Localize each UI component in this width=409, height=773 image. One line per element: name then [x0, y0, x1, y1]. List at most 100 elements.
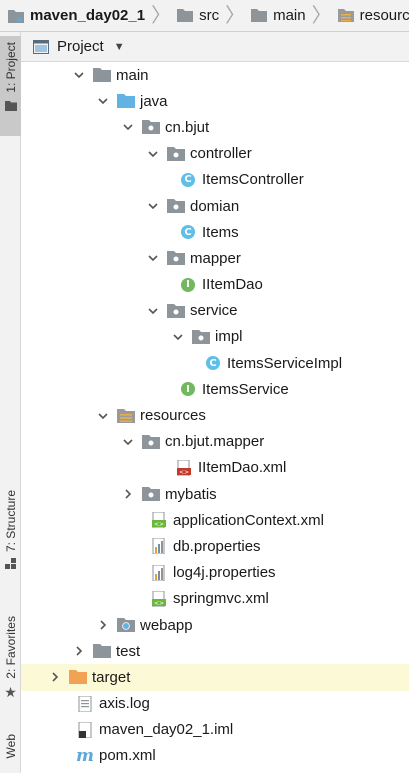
- breadcrumb-project[interactable]: maven_day02_1 〉: [0, 0, 171, 31]
- breadcrumb-main[interactable]: main 〉: [245, 0, 332, 31]
- breadcrumb-src[interactable]: src 〉: [171, 0, 245, 31]
- tree-label: IItemDao: [202, 276, 263, 294]
- tree-label: controller: [190, 145, 252, 163]
- tree-node-iitemdao[interactable]: I IItemDao: [21, 272, 409, 298]
- tree-node-java[interactable]: java: [21, 88, 409, 114]
- properties-file-icon: [150, 537, 168, 555]
- chevron-down-icon[interactable]: [122, 436, 134, 448]
- navigation-bar: maven_day02_1 〉 src 〉 main 〉 resources: [0, 0, 409, 32]
- tree-node-resources[interactable]: resources: [21, 402, 409, 428]
- chevron-down-icon[interactable]: [147, 148, 159, 160]
- resources-folder-icon: [117, 407, 135, 425]
- web-folder-icon: [117, 616, 135, 634]
- chevron-down-icon[interactable]: [147, 305, 159, 317]
- package-icon: [142, 118, 160, 136]
- tree-label: db.properties: [173, 537, 261, 555]
- chevron-down-icon[interactable]: [147, 200, 159, 212]
- tree-label: ItemsService: [202, 380, 289, 398]
- tree-node-test[interactable]: test: [21, 638, 409, 664]
- tree-node-iml[interactable]: maven_day02_1.iml: [21, 717, 409, 743]
- tree-node-controller[interactable]: controller: [21, 141, 409, 167]
- chevron-right-icon[interactable]: [97, 619, 109, 631]
- package-icon: [167, 145, 185, 163]
- breadcrumb-main-label: main: [273, 7, 306, 24]
- chevron-right-icon: 〉: [151, 4, 172, 27]
- tree-node-axis-log[interactable]: axis.log: [21, 691, 409, 717]
- chevron-down-icon[interactable]: [122, 121, 134, 133]
- chevron-down-icon[interactable]: [172, 331, 184, 343]
- favorites-tool-button[interactable]: 2: Favorites ★: [0, 610, 21, 710]
- tree-node-impl[interactable]: impl: [21, 324, 409, 350]
- chevron-right-icon[interactable]: [49, 671, 61, 683]
- tree-node-log4j-properties[interactable]: log4j.properties: [21, 560, 409, 586]
- project-tree: main java cn.bjut controller C ItemsCont…: [21, 62, 409, 769]
- chevron-down-icon[interactable]: [73, 69, 85, 81]
- tree-node-itemscontroller[interactable]: C ItemsController: [21, 167, 409, 193]
- mybatis-xml-icon: <>: [175, 459, 193, 477]
- chevron-down-icon[interactable]: [97, 95, 109, 107]
- web-tool-button[interactable]: Web: [0, 730, 21, 770]
- tree-label: maven_day02_1.iml: [99, 721, 234, 739]
- tree-node-itemsserviceimpl[interactable]: C ItemsServiceImpl: [21, 350, 409, 376]
- tree-label: ItemsController: [202, 171, 304, 189]
- tree-label: mybatis: [165, 485, 217, 503]
- class-icon: C: [179, 223, 197, 241]
- tree-label: java: [140, 92, 168, 110]
- tree-label: Items: [202, 223, 239, 241]
- tree-node-domian[interactable]: domian: [21, 193, 409, 219]
- chevron-right-icon: 〉: [311, 4, 332, 27]
- source-folder-icon: [117, 92, 135, 110]
- tree-node-mybatis[interactable]: mybatis: [21, 481, 409, 507]
- tree-label: axis.log: [99, 695, 150, 713]
- project-view-header: Project ▼: [21, 32, 409, 62]
- structure-icon: [4, 557, 17, 575]
- package-icon: [167, 249, 185, 267]
- tree-node-cn-bjut[interactable]: cn.bjut: [21, 114, 409, 140]
- structure-tool-button[interactable]: 7: Structure: [0, 484, 21, 584]
- module-file-icon: [76, 721, 94, 739]
- properties-file-icon: [150, 564, 168, 582]
- tree-node-main[interactable]: main: [21, 62, 409, 88]
- tree-node-cn-bjut-mapper[interactable]: cn.bjut.mapper: [21, 429, 409, 455]
- chevron-right-icon[interactable]: [73, 645, 85, 657]
- tree-node-target[interactable]: target: [21, 664, 409, 691]
- tree-node-items[interactable]: C Items: [21, 219, 409, 245]
- tree-label: impl: [215, 328, 243, 346]
- chevron-down-icon[interactable]: ▼: [113, 40, 125, 53]
- tree-label: main: [116, 66, 149, 84]
- tree-label: log4j.properties: [173, 564, 276, 582]
- tree-label: mapper: [190, 249, 241, 267]
- tree-label: service: [190, 302, 238, 320]
- tree-label: webapp: [140, 616, 193, 634]
- chevron-down-icon[interactable]: [147, 252, 159, 264]
- breadcrumb-resources[interactable]: resources: [332, 0, 409, 31]
- chevron-down-icon[interactable]: [97, 410, 109, 422]
- tree-node-webapp[interactable]: webapp: [21, 612, 409, 638]
- tree-label: pom.xml: [99, 747, 156, 765]
- structure-tool-label: 7: Structure: [3, 490, 18, 553]
- breadcrumb-src-label: src: [199, 7, 220, 24]
- tool-window-stripe: 1: Project 7: Structure 2: Favorites ★ W…: [0, 32, 21, 773]
- tree-node-applicationcontext-xml[interactable]: <> applicationContext.xml: [21, 507, 409, 533]
- maven-icon: m: [76, 745, 94, 766]
- project-tool-button[interactable]: 1: Project: [0, 36, 21, 136]
- tree-node-iitemdao-xml[interactable]: <> IItemDao.xml: [21, 455, 409, 481]
- folder-icon: [93, 642, 111, 660]
- tree-node-service[interactable]: service: [21, 298, 409, 324]
- chevron-right-icon: 〉: [225, 4, 246, 27]
- svg-text:<>: <>: [179, 469, 189, 476]
- tree-label: applicationContext.xml: [173, 511, 324, 529]
- project-view-title[interactable]: Project: [57, 38, 104, 55]
- project-view-icon: [33, 39, 49, 54]
- tree-node-pom-xml[interactable]: m pom.xml: [21, 743, 409, 769]
- chevron-right-icon[interactable]: [122, 488, 134, 500]
- breadcrumb-resources-label: resources: [359, 7, 409, 24]
- tree-label: cn.bjut: [165, 118, 210, 136]
- tree-node-db-properties[interactable]: db.properties: [21, 533, 409, 559]
- tree-node-mapper[interactable]: mapper: [21, 245, 409, 271]
- tree-node-springmvc-xml[interactable]: <> springmvc.xml: [21, 586, 409, 612]
- tree-node-itemsservice[interactable]: I ItemsService: [21, 376, 409, 402]
- project-tool-label: 1: Project: [3, 42, 18, 93]
- favorites-tool-label: 2: Favorites: [3, 616, 18, 679]
- folder-icon: [177, 9, 194, 22]
